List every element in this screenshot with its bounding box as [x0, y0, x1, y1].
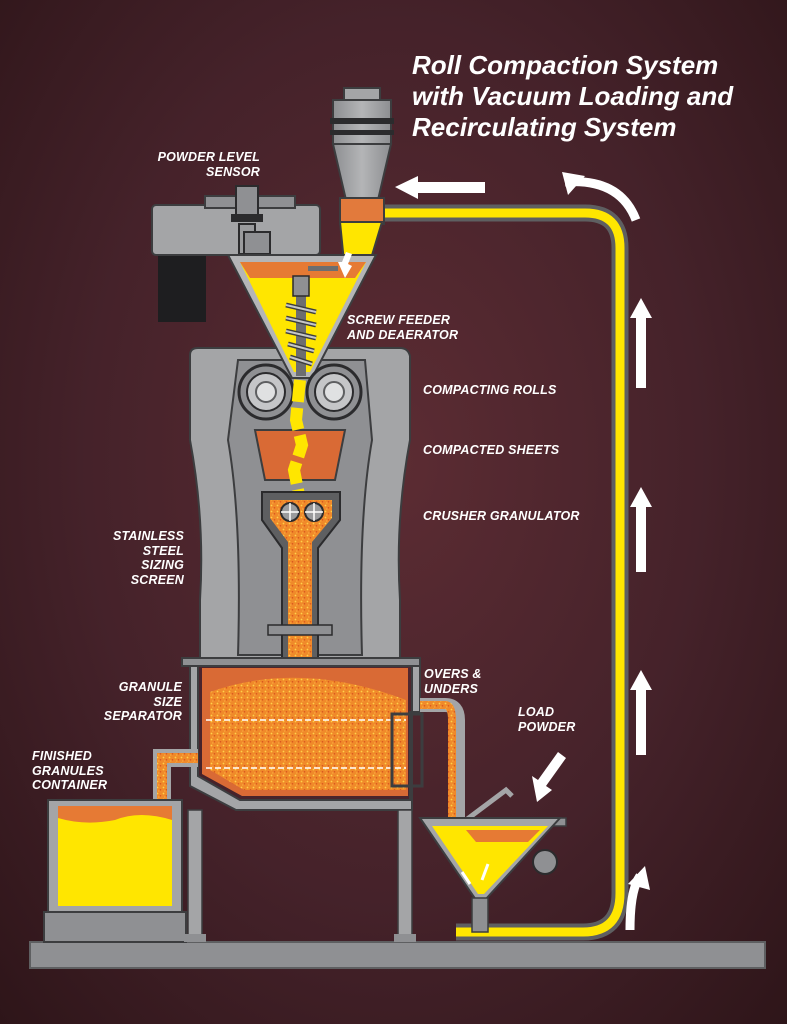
label-compacting-rolls: COMPACTING ROLLS [423, 383, 557, 397]
column-flange [267, 624, 333, 636]
label-overs-unders: OVERS & UNDERS [424, 667, 482, 696]
label-load-powder: LOAD POWDER [518, 705, 576, 734]
arrow-hopper-down [338, 252, 352, 278]
arrow-up-1 [630, 298, 652, 388]
compacted-sheet [287, 379, 309, 502]
label-crusher-granulator: CRUSHER GRANULATOR [423, 509, 580, 523]
recirculation-pipe-powder [344, 208, 625, 937]
diagram-title: Roll Compaction System with Vacuum Loadi… [412, 50, 734, 142]
compacting-rolls [237, 363, 363, 421]
finished-granules-container [43, 799, 187, 943]
label-compacted-sheets: COMPACTED SHEETS [423, 443, 560, 457]
granule-size-separator [181, 657, 465, 820]
vacuum-receiver [330, 87, 394, 225]
arrow-up-3 [630, 670, 652, 755]
sensor-housing [151, 185, 321, 322]
arrow-load-powder [532, 752, 566, 802]
screw-feeder [285, 266, 338, 376]
label-granule-size-separator: GRANULE SIZE SEPARATOR [103, 680, 182, 723]
flow-arrows [338, 172, 652, 931]
support-legs [184, 809, 416, 942]
crusher-granulator [261, 491, 341, 661]
label-finished-granules-container: FINISHED GRANULES CONTAINER [32, 749, 108, 792]
arrow-left-into-receiver [395, 176, 485, 199]
floor-base [29, 941, 766, 969]
label-sizing-screen: STAINLESS STEEL SIZING SCREEN [112, 529, 184, 587]
label-screw-feeder: SCREW FEEDER AND DEAERATOR [347, 313, 459, 342]
arrow-up-2 [630, 487, 652, 572]
discharge-granules [157, 753, 198, 802]
load-powder-hopper [418, 786, 567, 933]
label-powder-level-sensor: POWDER LEVEL SENSOR [157, 150, 260, 179]
